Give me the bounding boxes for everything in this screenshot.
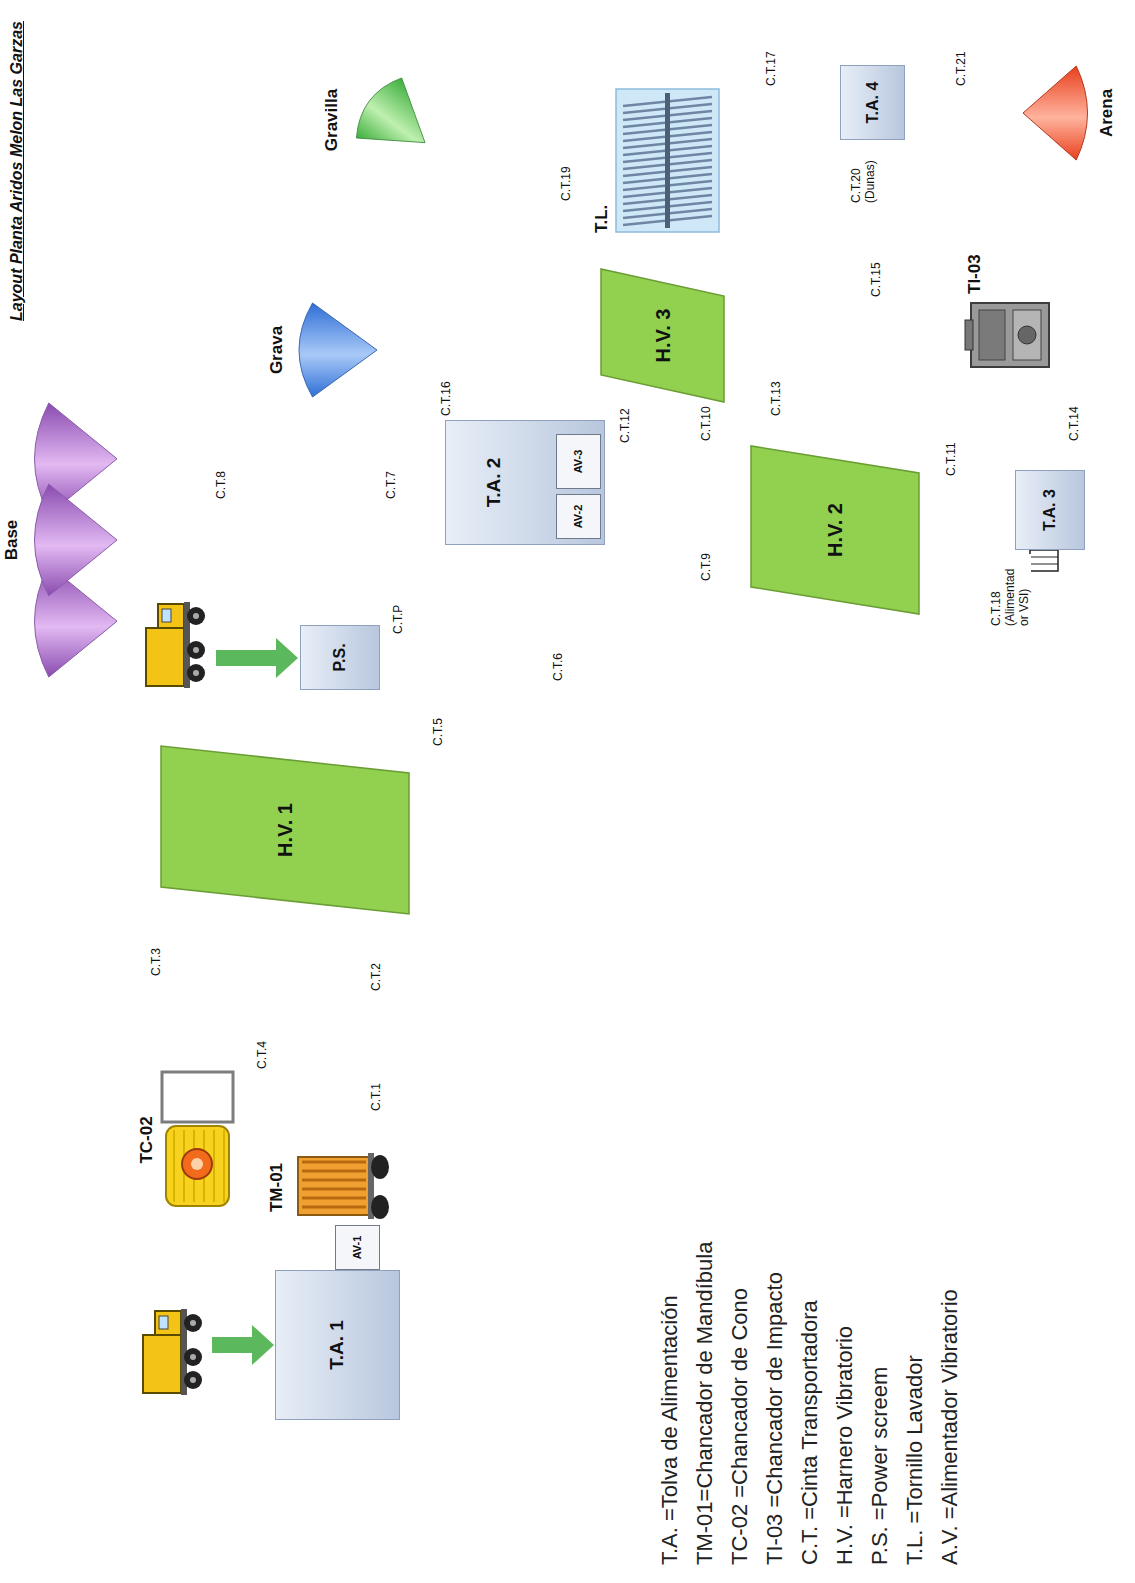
belt-label: C.T.4 xyxy=(256,1039,270,1071)
dump-truck xyxy=(146,602,205,688)
vibrating-feeder: AV-2 xyxy=(556,494,601,539)
node-label: H.V. 1 xyxy=(274,803,296,857)
equipment-label: T.L. xyxy=(592,205,612,233)
belt-label: C.T.16 xyxy=(440,379,454,418)
impact-crusher: TI-03 xyxy=(965,300,1055,370)
stockpile-outline xyxy=(25,400,120,680)
belt-label: C.T.5 xyxy=(432,716,446,748)
stockpile-outline xyxy=(1020,63,1095,163)
equipment-label: TC-02 xyxy=(137,1116,157,1163)
impact-crusher-outline xyxy=(965,300,1055,370)
legend-entry: T.A. =Tolva de Alimentación xyxy=(657,1295,682,1565)
legend-entry: TI-03 =Chancador de Impacto xyxy=(762,1272,787,1565)
belt-label: C.T.14 xyxy=(1068,404,1082,443)
equipment-label: Arena xyxy=(1097,89,1117,137)
vibrating-screen: H.V. 3 xyxy=(600,268,725,403)
belt-label: C.T.19 xyxy=(560,164,574,203)
stockpile-outline xyxy=(290,300,380,400)
legend-entry: T.L. =Tornillo Lavador xyxy=(902,1355,927,1565)
feed-hopper: T.A. 1 xyxy=(275,1270,400,1420)
feed-arrow xyxy=(216,638,298,678)
equipment-label: Base xyxy=(2,520,22,561)
belt-label: C.T.18 (Alimentad or VSI) xyxy=(990,554,1031,628)
legend-entry: H.V. =Harnero Vibratorio xyxy=(832,1326,857,1565)
stockpile-outline xyxy=(345,70,445,170)
belt-label: C.T.21 xyxy=(955,49,969,88)
conveyor-stub xyxy=(1030,550,1058,571)
power-screen: P.S. xyxy=(300,625,380,690)
node-label: T.A. 2 xyxy=(484,458,505,508)
belt-label: C.T.11 xyxy=(945,440,959,478)
cone-crusher-outline xyxy=(160,1070,235,1210)
feed-hopper: T.A. 4 xyxy=(840,65,905,140)
legend-entry: P.S. =Power screem xyxy=(867,1367,892,1565)
equipment-label: Gravilla xyxy=(322,89,342,151)
belt-label: C.T.9 xyxy=(700,551,714,583)
vibrating-feeder: AV-3 xyxy=(556,434,601,489)
washing-screw: T.L. xyxy=(615,88,720,233)
stockpile: Arena xyxy=(1020,63,1095,163)
node-label: P.S. xyxy=(331,643,349,671)
feed-hopper: T.A. 2 AV-2 AV-3 xyxy=(445,420,605,545)
belt-label: C.T.13 xyxy=(770,379,784,418)
stockpile: Gravilla xyxy=(345,70,445,170)
equipment-label: TI-03 xyxy=(965,254,985,294)
legend-entry: TC-02 =Chancador de Cono xyxy=(727,1288,752,1565)
feed-arrow xyxy=(212,1325,274,1365)
node-label: H.V. 2 xyxy=(824,503,846,557)
belt-label: C.T.3 xyxy=(150,946,164,978)
node-label: AV-3 xyxy=(572,450,584,474)
belt-label: C.T.17 xyxy=(765,49,779,88)
jaw-crusher-outline xyxy=(290,1150,390,1225)
vibrating-screen: H.V. 2 xyxy=(750,445,920,615)
washing-screw-outline xyxy=(615,88,720,233)
node-label: T.A. 4 xyxy=(864,82,882,124)
diagram-title: Layout Planta Aridos Melon Las Garzas xyxy=(4,21,30,321)
equipment-label: TM-01 xyxy=(267,1163,287,1212)
belt-label: C.T.1 xyxy=(370,1081,384,1113)
belt-label: C.T.15 xyxy=(870,260,884,299)
feed-hopper: T.A. 3 xyxy=(1015,470,1085,550)
legend-entry: TM-01=Chancador de Mandíbula xyxy=(692,1242,717,1565)
jaw-crusher: TM-01 xyxy=(290,1150,390,1225)
vibrating-feeder: AV-1 xyxy=(335,1225,380,1270)
legend-entry: A.V. =Alimentador Vibratorio xyxy=(937,1289,962,1565)
node-label: T.A. 3 xyxy=(1041,489,1059,531)
legend-entry: C.T. =Cinta Transportadora xyxy=(797,1300,822,1565)
cone-crusher: TC-02 xyxy=(160,1070,235,1210)
abbreviation-key: T.A. =Tolva de Alimentación TM-01=Chancad… xyxy=(652,1242,967,1565)
node-label: T.A. 1 xyxy=(327,1320,348,1370)
belt-label: C.T.P xyxy=(392,603,406,636)
node-label: AV-2 xyxy=(572,505,584,529)
vibrating-screen: H.V. 1 xyxy=(160,745,410,915)
stockpile: Grava xyxy=(290,300,380,400)
equipment-label: Grava xyxy=(267,326,287,374)
dump-truck xyxy=(143,1309,202,1395)
node-label: H.V. 3 xyxy=(652,309,674,363)
belt-label: C.T.12 xyxy=(619,406,633,445)
belt-label: C.T.2 xyxy=(370,961,384,993)
stockpile: Base xyxy=(25,400,120,680)
belt-label: C.T.20 (Dunas) xyxy=(850,143,878,205)
node-label: AV-1 xyxy=(351,1236,363,1260)
belt-label: C.T.7 xyxy=(385,469,399,501)
belt-label: C.T.6 xyxy=(552,651,566,683)
belt-label: C.T.8 xyxy=(215,469,229,501)
belt-label: C.T.10 xyxy=(700,404,714,443)
